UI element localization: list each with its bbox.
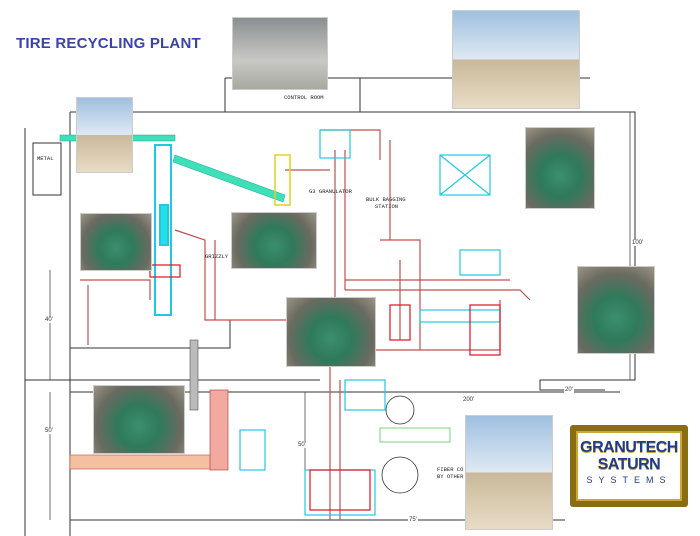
logo-line-2: SATURN [597, 456, 661, 473]
fiber-label-2: BY OTHER [437, 473, 464, 480]
separator-photo [577, 266, 655, 354]
granulator-frame [274, 154, 291, 206]
dimension-40: 40' [44, 317, 54, 323]
cyclones [379, 395, 451, 494]
inclined-conveyor [209, 389, 229, 471]
shredder-conveyor-photo [76, 97, 133, 173]
page-title: TIRE RECYCLING PLANT [16, 35, 201, 52]
control-room-photo [232, 17, 328, 90]
granutech-saturn-logo: GRANUTECH SATURN SYSTEMS [570, 425, 688, 507]
metal-label: METAL [37, 155, 54, 162]
plant-exterior-photo [452, 10, 580, 109]
granulator-machine-photo [286, 297, 376, 367]
bulk-bagging-label-2: STATION [375, 203, 399, 210]
bulk-bagging-label: BULK BAGGING [366, 196, 406, 203]
fiber-label: FIBER CO [437, 466, 464, 473]
logo-line-1: GRANUTECH [580, 439, 678, 456]
grizzly-photo [80, 213, 152, 271]
dimension-75: 75' [408, 517, 418, 523]
equipment-frames [239, 129, 501, 516]
logo-line-3: SYSTEMS [586, 475, 672, 485]
dimension-20: 20' [564, 387, 574, 393]
dimension-50-mid: 50' [297, 442, 307, 448]
granulator-photo [231, 212, 317, 269]
dust-collector-photo [465, 415, 553, 530]
control-room-label: CONTROL ROOM [284, 94, 324, 101]
granulator-label: G3 GRANULATOR [309, 188, 352, 195]
grizzly-label: GRIZZLY [205, 253, 229, 260]
vertical-elevator [154, 144, 172, 316]
dimension-50-left: 50' [44, 428, 54, 434]
dimension-100: 100' [631, 240, 645, 246]
infeed-photo [93, 385, 185, 454]
outfeed-conveyor [69, 454, 216, 470]
bulk-bagging-photo [525, 127, 595, 209]
dimension-200: 200' [462, 397, 476, 403]
column [189, 339, 199, 411]
red-machinery [149, 264, 501, 511]
